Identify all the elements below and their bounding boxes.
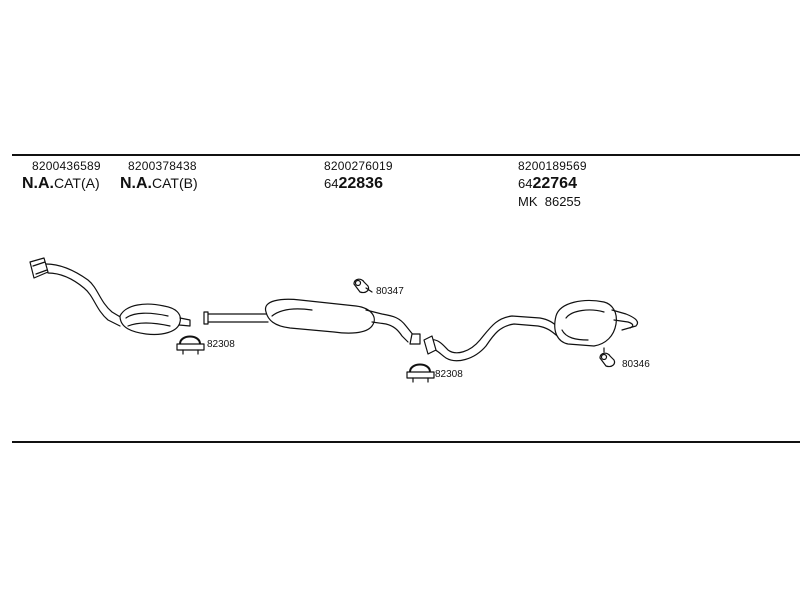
clamp-ref-rear: 82308 [435,369,463,380]
catalytic-converter-icon [119,303,191,336]
part-number-cat-b: 8200378438 [128,159,197,173]
cat-b-suffix: CAT(B) [152,175,198,191]
middle-silencer-code-prefix: 64 [324,176,339,191]
rear-pipe-icon [423,315,563,362]
bottom-divider [12,441,800,443]
cat-a-suffix: CAT(A) [54,175,100,191]
hanger-ref-rear: 80346 [622,359,650,370]
middle-silencer-icon [264,298,421,345]
clamp-ref-front: 82308 [207,339,235,350]
cat-b-label: N.A.CAT(B) [120,176,198,192]
cat-b-prefix: N.A. [120,175,152,192]
rear-hanger-icon [599,347,616,368]
rear-silencer-code: 6422764 [518,176,577,192]
intermediate-pipe-icon [203,311,269,325]
middle-silencer-code-main: 22836 [338,175,383,192]
cat-a-prefix: N.A. [22,175,54,192]
mounting-kit-label: MK 86255 [518,195,581,208]
front-clamp-icon [176,335,205,355]
cat-a-label: N.A.CAT(A) [22,176,100,192]
rear-silencer-icon [554,299,639,347]
front-flange-icon [29,257,49,279]
mounting-kit-prefix: MK [518,194,538,209]
mounting-kit-value: 86255 [544,194,581,209]
part-number-rear-silencer: 8200189569 [518,159,587,173]
part-number-middle-silencer: 8200276019 [324,159,393,173]
hanger-ref-middle: 80347 [376,286,404,297]
rear-clamp-icon [406,363,435,383]
rear-silencer-code-main: 22764 [532,175,577,192]
top-divider [12,154,800,156]
front-downpipe-icon [45,263,123,327]
middle-silencer-code: 6422836 [324,176,383,192]
rear-silencer-code-prefix: 64 [518,176,533,191]
part-number-cat-a: 8200436589 [32,159,101,173]
middle-hanger-icon [353,278,373,294]
